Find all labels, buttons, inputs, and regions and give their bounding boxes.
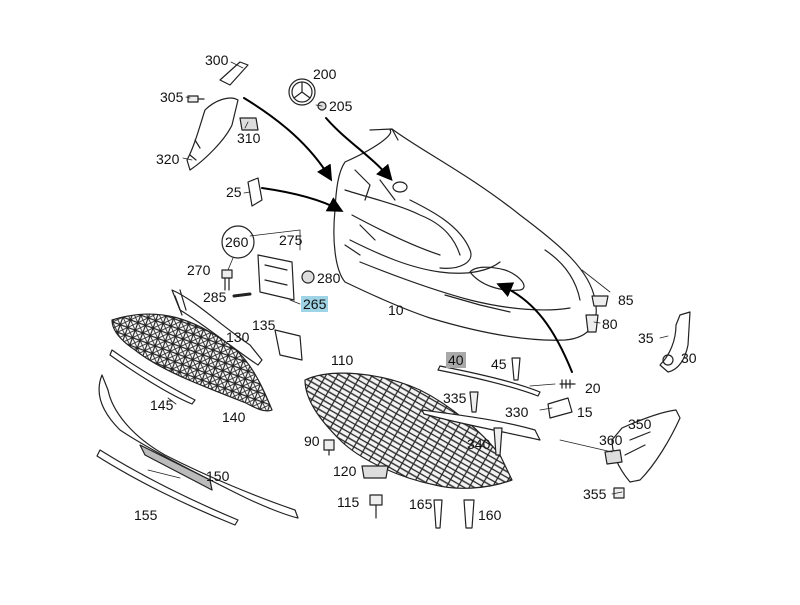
label-320: 320 xyxy=(156,151,180,167)
label-200: 200 xyxy=(313,66,337,82)
rivet-160 xyxy=(463,499,475,529)
assembly-arrows xyxy=(243,97,573,373)
label-90: 90 xyxy=(304,433,320,449)
label-15: 15 xyxy=(577,404,593,420)
front-bumper-cover xyxy=(333,128,597,341)
label-120: 120 xyxy=(333,463,357,479)
label-25: 25 xyxy=(226,184,242,200)
clip-135 xyxy=(274,329,303,361)
screw-115 xyxy=(369,494,383,519)
label-35: 35 xyxy=(638,330,654,346)
bracket-30 xyxy=(659,311,691,373)
clip-360 xyxy=(604,449,623,465)
label-150: 150 xyxy=(206,468,230,484)
rivet-165 xyxy=(433,499,443,529)
label-160: 160 xyxy=(478,507,502,523)
screw-340 xyxy=(493,427,503,456)
bolt-285 xyxy=(232,292,252,298)
clip-120 xyxy=(361,465,389,479)
screw-90 xyxy=(323,439,335,456)
label-45: 45 xyxy=(491,356,507,372)
screw-85 xyxy=(591,295,609,307)
trim-strip-145 xyxy=(109,349,196,405)
pin-45 xyxy=(511,357,521,381)
screw-335 xyxy=(469,391,479,413)
side-bracket-upper xyxy=(186,61,249,171)
label-305: 305 xyxy=(160,89,184,105)
label-130: 130 xyxy=(226,329,250,345)
nut-280 xyxy=(301,270,315,284)
bracket-25 xyxy=(247,177,263,207)
label-335: 335 xyxy=(443,390,467,406)
label-circle-260 xyxy=(221,225,255,259)
label-30: 30 xyxy=(681,350,697,366)
label-135: 135 xyxy=(252,317,276,333)
label-115: 115 xyxy=(337,494,360,510)
label-140: 140 xyxy=(222,409,246,425)
plate-bracket xyxy=(257,254,295,301)
undertray-110 xyxy=(304,372,513,489)
label-360: 360 xyxy=(599,432,623,448)
label-205: 205 xyxy=(329,98,353,114)
spring-20 xyxy=(559,379,576,389)
leader-lines xyxy=(147,61,669,495)
nut-310 xyxy=(239,117,259,131)
label-265: 265 xyxy=(301,296,329,312)
screw-305 xyxy=(187,95,205,103)
trim-40 xyxy=(437,365,541,397)
label-145: 145 xyxy=(150,397,174,413)
label-10: 10 xyxy=(388,302,404,318)
lower-spoiler-150 xyxy=(98,374,299,519)
label-20: 20 xyxy=(585,380,601,396)
label-260: 260 xyxy=(225,234,249,250)
label-40: 40 xyxy=(446,352,466,368)
star-emblem xyxy=(288,78,316,106)
screw-80 xyxy=(585,314,599,333)
label-85: 85 xyxy=(618,292,634,308)
label-280: 280 xyxy=(317,270,341,286)
grille-rail xyxy=(171,289,263,366)
cap-15 xyxy=(547,397,573,419)
label-165: 165 xyxy=(409,496,433,512)
label-275: 275 xyxy=(279,232,303,248)
lower-strip-155 xyxy=(96,449,239,526)
label-350: 350 xyxy=(628,416,652,432)
label-80: 80 xyxy=(602,316,618,332)
screw-270 xyxy=(221,269,233,291)
label-340: 340 xyxy=(467,436,491,452)
trim-330 xyxy=(421,409,541,441)
label-310: 310 xyxy=(237,130,261,146)
label-300: 300 xyxy=(205,52,229,68)
label-155: 155 xyxy=(134,507,158,523)
lower-grille xyxy=(111,313,273,412)
label-110: 110 xyxy=(331,352,354,368)
label-270: 270 xyxy=(187,262,211,278)
label-330: 330 xyxy=(505,404,529,420)
label-285: 285 xyxy=(203,289,227,305)
label-355: 355 xyxy=(583,486,607,502)
